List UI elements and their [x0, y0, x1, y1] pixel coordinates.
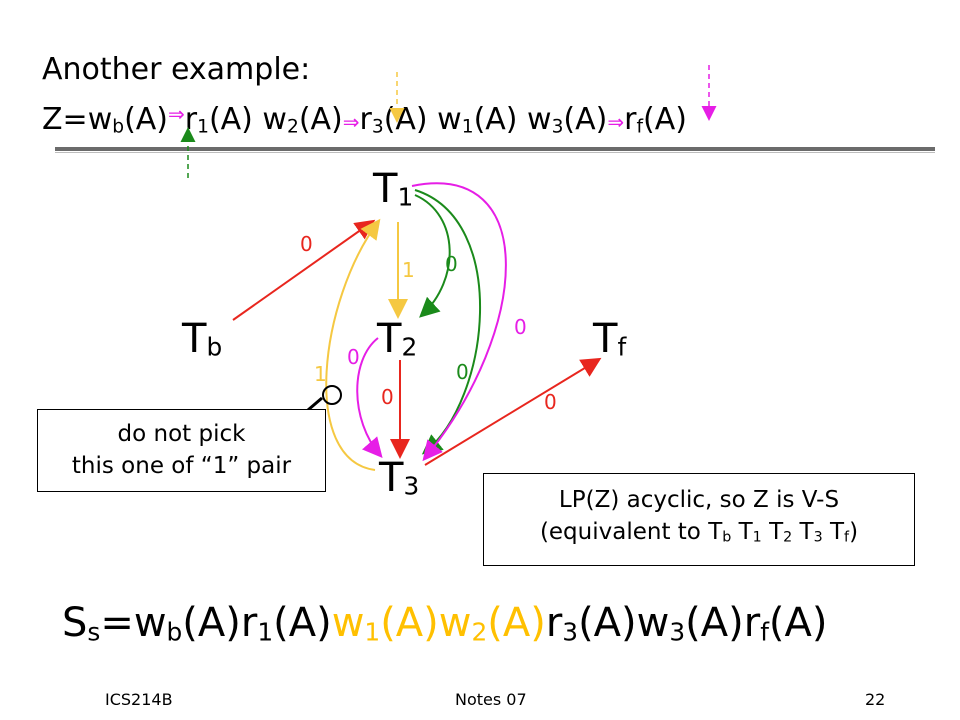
conclusion-line-1: LP(Z) acyclic, so Z is V-S: [558, 487, 840, 513]
footer-page-number: 22: [865, 690, 886, 709]
note-box: do not pick this one of “1” pair: [37, 409, 326, 492]
edge-label-t1-t2-green: 0: [445, 252, 458, 276]
edge-t3-t1-yellow: [325, 218, 381, 471]
edge-t1-t3-magenta: [411, 182, 507, 462]
serial-op-w2: w2(A): [438, 600, 546, 647]
edge-label-t1-t2-yellow: 1: [402, 258, 415, 282]
callout-circle-icon: [322, 385, 342, 405]
schedule-z: Z=wb(A)⇒r1(A) w2(A)⇒r3(A) w1(A) w3(A)⇒rf…: [42, 102, 687, 137]
order-tf: Tf: [829, 519, 850, 546]
order-t1: T1: [738, 519, 762, 546]
node-t2: T2: [377, 316, 418, 362]
title-divider-shadow: [55, 152, 935, 153]
edge-t1-t2-green: [414, 194, 451, 318]
edge-label-t1-t3-magenta: 0: [514, 315, 527, 339]
reads-from-arrow-icon: ⇒: [168, 102, 185, 126]
serial-op-rf: rf(A): [743, 600, 828, 647]
order-t3: T3: [799, 519, 823, 546]
slide-subtitle: Another example:: [42, 52, 311, 87]
op-wb: wb(A): [87, 102, 168, 138]
note-line-2: this one of “1” pair: [71, 453, 292, 479]
serial-op-w3: w3(A): [636, 600, 744, 647]
serial-op-w1: w1(A): [331, 600, 439, 647]
edge-label-t2-t3-magenta: 0: [347, 345, 360, 369]
serial-op-r1: r1(A): [240, 600, 332, 647]
op-w2: w2(A): [262, 102, 343, 138]
note-line-1: do not pick: [117, 421, 246, 447]
op-rf: rf(A): [624, 102, 687, 138]
conclusion-box: LP(Z) acyclic, so Z is V-S (equivalent t…: [483, 473, 915, 566]
edge-t1-t3-green: [414, 189, 481, 455]
order-t2: T2: [769, 519, 793, 546]
node-tb: Tb: [182, 316, 223, 362]
schedule-z-prefix: Z=: [42, 102, 88, 137]
node-t3: T3: [379, 455, 420, 501]
edge-t2-t3-magenta: [356, 337, 383, 459]
reads-from-arrow-icon: ⇒: [607, 110, 625, 134]
edge-tb-t1: [232, 219, 376, 321]
footer-course: ICS214B: [105, 690, 173, 709]
serial-op-wb: =wb(A): [100, 600, 241, 647]
edge-t3-tf-red: [424, 357, 602, 466]
edge-label-tb-t1: 0: [300, 232, 313, 256]
edge-label-t3-tf: 0: [544, 390, 557, 414]
op-w3: w3(A): [527, 102, 608, 138]
op-w1: w1(A): [437, 102, 528, 138]
edge-label-t2-t3-red: 0: [381, 385, 394, 409]
edge-label-t3-t1-yellow: 1: [314, 362, 327, 386]
serial-op-r3: r3(A): [545, 600, 637, 647]
node-tf: Tf: [593, 316, 627, 362]
footer-notes: Notes 07: [455, 690, 527, 709]
reads-from-arrow-icon: ⇒: [342, 110, 360, 134]
serial-schedule: Ss=wb(A)r1(A)w1(A)w2(A)r3(A)w3(A)rf(A): [62, 600, 828, 647]
conclusion-line-2: (equivalent to Tb T1 T2 T3 Tf): [539, 519, 859, 546]
node-t1: T1: [373, 166, 414, 212]
order-tb: Tb: [708, 519, 732, 546]
edge-label-t1-t3-green: 0: [456, 360, 469, 384]
title-divider: [55, 147, 935, 151]
